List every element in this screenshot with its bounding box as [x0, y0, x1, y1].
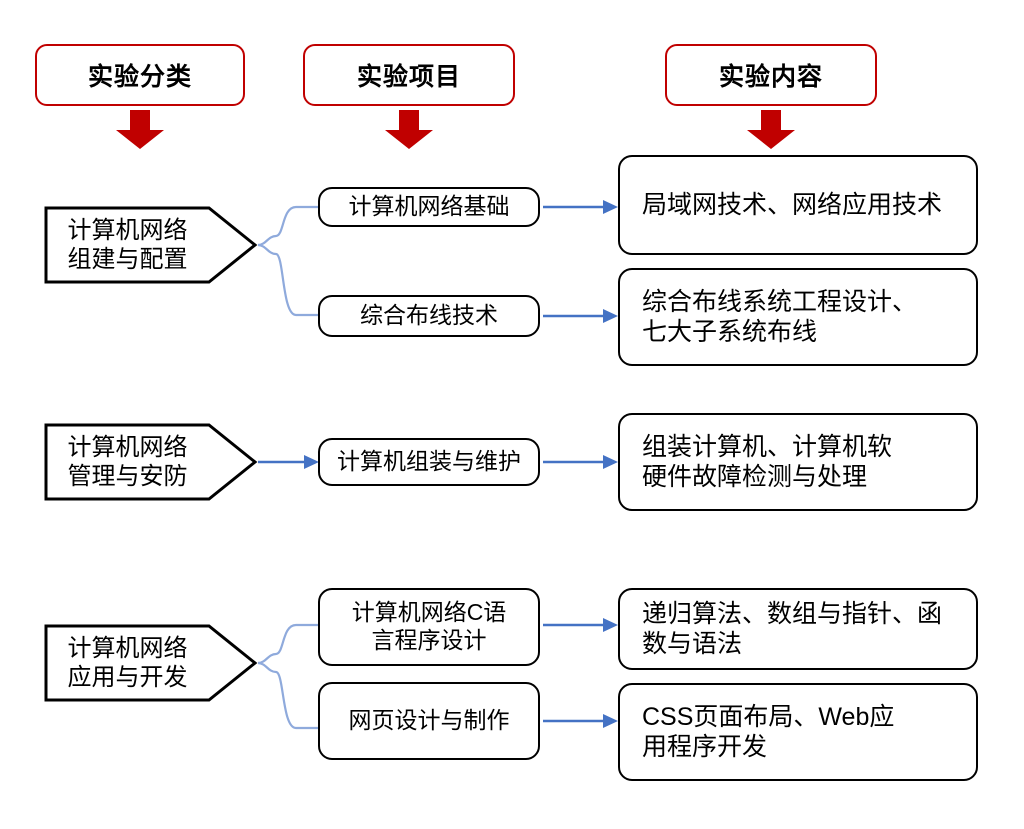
arrow-project-to-content-3-2	[543, 710, 619, 732]
arrow-project-to-content-3-1	[543, 614, 619, 636]
project-line-1: 计算机网络C语	[351, 599, 507, 626]
arrow-project-to-content-2-1	[543, 451, 619, 473]
project-box-web-design: 网页设计与制作	[318, 682, 540, 760]
content-line-2: 七大子系统布线	[642, 318, 818, 346]
project-label: 计算机组装与维护	[337, 448, 521, 475]
content-box-assembly-troubleshooting: 组装计算机、计算机软 硬件故障检测与处理	[618, 413, 978, 511]
category-shape-group-2: 计算机网络 管理与安防	[44, 423, 258, 501]
category-label-group-3: 计算机网络 应用与开发	[44, 624, 211, 702]
content-line-2: 数与语法	[642, 630, 743, 658]
content-line-1: 局域网技术、网络应用技术	[642, 191, 943, 219]
header-pill-project: 实验项目	[303, 44, 515, 106]
arrow-project-to-content-1-1	[543, 196, 619, 218]
category-line-2: 管理与安防	[67, 463, 188, 490]
category-line-1: 计算机网络	[67, 634, 188, 662]
category-label-group-2: 计算机网络 管理与安防	[44, 423, 211, 501]
arrow-project-to-content-1-2	[543, 305, 619, 327]
category-label-group-1: 计算机网络 组建与配置	[44, 206, 211, 284]
project-box-pc-assembly: 计算机组装与维护	[318, 438, 540, 486]
content-box-lan-tech: 局域网技术、网络应用技术	[618, 155, 978, 255]
header-label: 实验项目	[356, 63, 461, 91]
project-box-network-basics: 计算机网络基础	[318, 187, 540, 227]
category-shape-group-1: 计算机网络 组建与配置	[44, 206, 258, 284]
content-line-1: CSS页面布局、Web应	[642, 703, 895, 731]
down-arrow-icon	[742, 110, 800, 150]
category-line-2: 组建与配置	[67, 246, 188, 273]
content-line-1: 递归算法、数组与指针、函	[642, 600, 943, 628]
content-line-1: 组装计算机、计算机软	[642, 433, 893, 461]
category-shape-group-3: 计算机网络 应用与开发	[44, 624, 258, 702]
content-line-2: 硬件故障检测与处理	[642, 463, 868, 491]
header-pill-content: 实验内容	[665, 44, 877, 106]
content-line-2: 用程序开发	[642, 733, 768, 761]
arrow-category-to-project-2	[258, 451, 320, 473]
brace-connector-group-1	[256, 196, 322, 326]
category-line-1: 计算机网络	[67, 216, 188, 244]
project-label: 计算机网络基础	[348, 193, 510, 220]
header-label: 实验分类	[87, 63, 192, 91]
category-line-2: 应用与开发	[67, 664, 188, 691]
project-box-structured-cabling: 综合布线技术	[318, 295, 540, 337]
down-arrow-icon	[380, 110, 438, 150]
content-box-cabling-design: 综合布线系统工程设计、 七大子系统布线	[618, 268, 978, 366]
content-line-1: 综合布线系统工程设计、	[642, 288, 918, 316]
project-line-2: 言程序设计	[371, 627, 487, 653]
brace-connector-group-3	[256, 614, 322, 744]
header-pill-classification: 实验分类	[35, 44, 245, 106]
content-box-algorithms: 递归算法、数组与指针、函 数与语法	[618, 588, 978, 670]
project-box-c-programming: 计算机网络C语 言程序设计	[318, 588, 540, 666]
content-box-css-web: CSS页面布局、Web应 用程序开发	[618, 683, 978, 781]
category-line-1: 计算机网络	[67, 433, 188, 461]
down-arrow-icon	[111, 110, 169, 150]
header-label: 实验内容	[718, 63, 823, 91]
project-label: 网页设计与制作	[348, 707, 510, 734]
project-label: 综合布线技术	[360, 302, 498, 329]
